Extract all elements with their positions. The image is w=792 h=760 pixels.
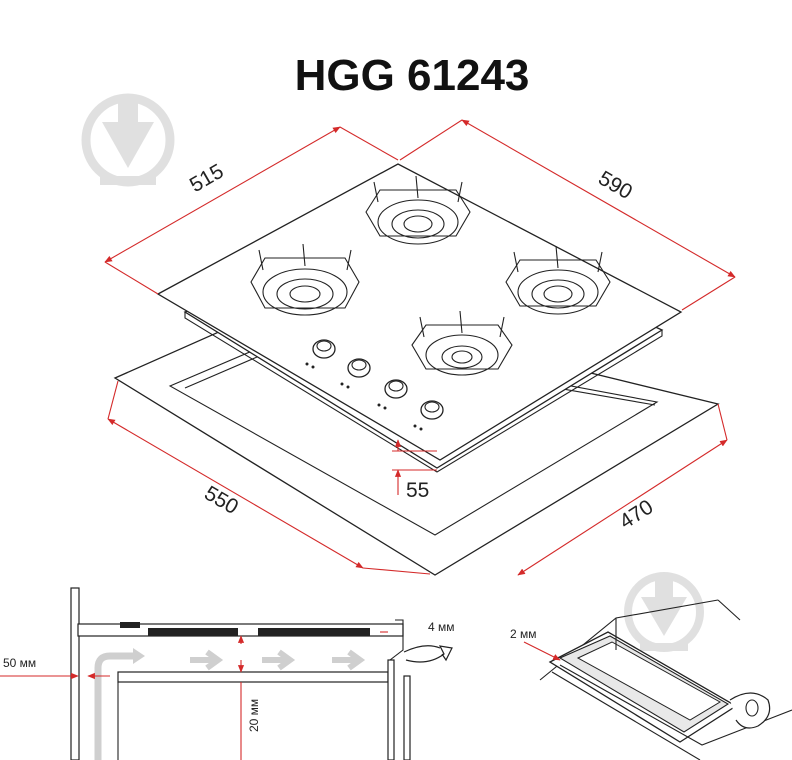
side-section	[70, 587, 453, 760]
dim-2mm-label: 2 мм	[510, 627, 537, 641]
dim-550-line	[107, 380, 431, 575]
dim-470-line	[517, 403, 728, 576]
dim-20mm-label: 20 мм	[247, 699, 261, 732]
dim-590-line	[399, 119, 736, 311]
dim-2mm-line	[523, 641, 561, 661]
dim-4mm-label: 4 мм	[428, 620, 455, 634]
knob-3	[384, 379, 408, 399]
dim-550-label: 550	[200, 482, 242, 519]
dim-50mm-label: 50 мм	[3, 656, 36, 670]
download-arrow-icon	[624, 572, 704, 652]
dim-515-line	[104, 126, 399, 295]
burner-front	[411, 310, 513, 376]
seal-detail	[539, 599, 792, 760]
knob-4	[420, 400, 444, 420]
model-title: HGG 61243	[295, 51, 530, 100]
download-arrow-icon	[81, 93, 175, 187]
dim-55-label: 55	[406, 479, 429, 502]
knob-2	[347, 358, 371, 378]
dim-515-label: 515	[186, 160, 228, 197]
dim-470-label: 470	[616, 495, 658, 533]
dim-55-line	[392, 439, 437, 495]
dim-590-label: 590	[594, 167, 636, 204]
knob-1	[312, 339, 336, 359]
control-knobs	[305, 339, 444, 431]
